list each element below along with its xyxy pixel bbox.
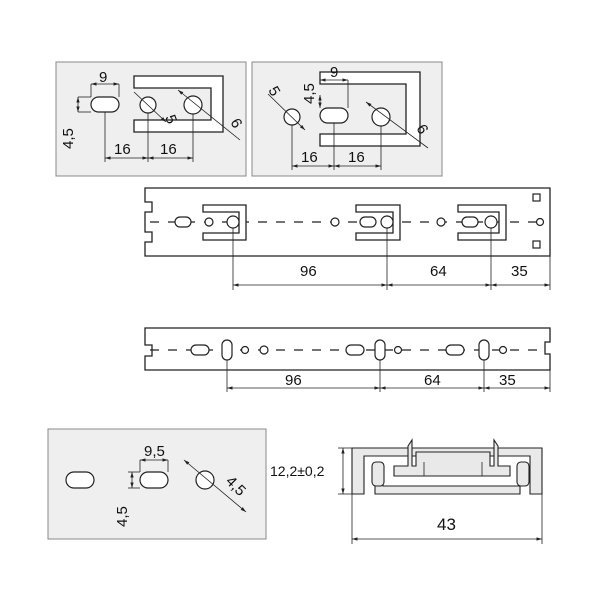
rail-bottom-vertical-slot bbox=[221, 339, 233, 361]
rail-top-slot bbox=[461, 216, 479, 228]
detail-b-pitch-2-label: 16 bbox=[348, 149, 365, 166]
rail-bottom-vertical-slot bbox=[478, 339, 490, 361]
detail-a-pitch-2-label: 16 bbox=[160, 141, 177, 158]
profile-inner-member bbox=[393, 438, 511, 477]
detail-a-slot-width-label: 9 bbox=[99, 69, 107, 86]
rail-top-hole bbox=[204, 217, 214, 227]
profile-detail-lines bbox=[423, 462, 483, 476]
rail-bottom-hole bbox=[259, 345, 269, 355]
detail-b-fork-d-dim bbox=[365, 101, 429, 149]
rail-bottom-hole bbox=[498, 345, 508, 355]
rail-bottom-vertical-slot bbox=[374, 339, 386, 361]
detail-c-slot bbox=[139, 471, 169, 489]
detail-c-hole bbox=[195, 470, 215, 490]
rail-bottom-slot bbox=[445, 344, 465, 356]
detail-a-fork-bracket bbox=[133, 75, 224, 133]
rail-top-bracket-3 bbox=[457, 204, 507, 241]
detail-c-hole-d-dim bbox=[183, 459, 247, 513]
rail-top-hole bbox=[226, 215, 240, 229]
rail-top-square-hole bbox=[532, 193, 541, 202]
detail-a-slot-height-label: 4,5 bbox=[60, 128, 77, 149]
rail-top-dim-1-label: 96 bbox=[300, 263, 317, 280]
profile-width-label: 43 bbox=[437, 515, 456, 534]
detail-a-hole-d-dim bbox=[133, 91, 167, 123]
detail-c-slot-left bbox=[65, 471, 95, 489]
detail-a-pitch-1-label: 16 bbox=[114, 141, 131, 158]
detail-c: 9,5 4,5 4,5 bbox=[47, 428, 267, 540]
profile-section: 12,2±0,2 43 bbox=[270, 438, 543, 544]
rail-top-dim-2-label: 64 bbox=[430, 263, 447, 280]
rail-top-slot bbox=[359, 216, 377, 228]
detail-a: 9 4,5 5 6 16 16 bbox=[55, 61, 247, 177]
rail-top-hole bbox=[330, 217, 340, 227]
profile-ball-left bbox=[371, 461, 385, 487]
rail-top-hole bbox=[380, 215, 394, 229]
rail-bottom-slot bbox=[190, 344, 210, 356]
rail-bottom-dim-3-label: 35 bbox=[499, 372, 516, 389]
rail-top-square-hole bbox=[532, 240, 541, 249]
detail-b-slot-width-label: 9 bbox=[330, 64, 338, 81]
rail-top: 96 64 35 bbox=[144, 187, 551, 290]
rail-top-hole bbox=[436, 217, 446, 227]
rail-top-bracket-2 bbox=[355, 204, 401, 241]
rail-top-slot bbox=[174, 216, 192, 228]
rail-bottom-dim-2-label: 64 bbox=[424, 372, 441, 389]
detail-a-hole-large bbox=[183, 95, 203, 115]
detail-c-slot-width-label: 9,5 bbox=[144, 443, 165, 460]
rail-top-hole bbox=[484, 215, 498, 229]
detail-b: 9 4,5 5 6 16 16 bbox=[251, 61, 443, 177]
rail-bottom-hole bbox=[393, 345, 403, 355]
rail-top-dim-3-label: 35 bbox=[511, 263, 528, 280]
detail-a-slot bbox=[90, 96, 120, 113]
detail-b-slot-height-label: 4,5 bbox=[301, 83, 318, 104]
rail-top-bracket-1 bbox=[202, 204, 247, 241]
detail-b-hole-large bbox=[371, 107, 391, 127]
profile-outer-channel bbox=[351, 447, 543, 495]
rail-top-hole bbox=[535, 217, 545, 227]
profile-ball-right bbox=[516, 461, 530, 487]
detail-c-slot-height-label: 4,5 bbox=[114, 506, 131, 527]
rail-bottom-hole bbox=[240, 345, 250, 355]
detail-b-pitch-1-label: 16 bbox=[301, 149, 318, 166]
rail-bottom: 96 64 35 bbox=[144, 327, 551, 392]
detail-b-hole-d-dim bbox=[267, 93, 306, 131]
rail-bottom-dim-1-label: 96 bbox=[285, 372, 302, 389]
detail-b-slot bbox=[319, 107, 349, 124]
rail-bottom-slot bbox=[345, 344, 365, 356]
profile-height-label: 12,2±0,2 bbox=[270, 463, 325, 479]
detail-a-fork-d-dim bbox=[177, 89, 241, 141]
